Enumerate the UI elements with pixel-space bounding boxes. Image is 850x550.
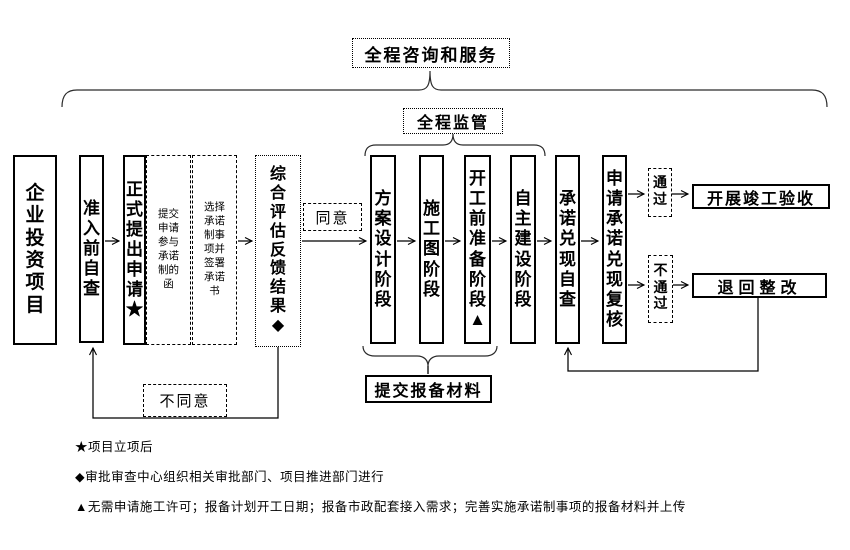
pass-label: 通过 <box>652 175 667 208</box>
flow-box-pre-check: 准入前自查 <box>79 155 104 343</box>
agree-label: 同意 <box>315 210 350 227</box>
flow-box-formal-apply: 正式提出申请★ <box>123 155 146 345</box>
design-stage-label: 方案设计阶段 <box>374 189 392 309</box>
flow-box-final-acceptance: 开展竣工验收 <box>692 184 830 209</box>
full-service-banner: 全程咨询和服务 <box>352 38 510 68</box>
fail-tag: 不通过 <box>648 255 673 323</box>
pre-check-label: 准入前自查 <box>83 198 100 299</box>
flow-box-pre-start-stage: 开工前准备阶段▲ <box>464 155 491 344</box>
formal-apply-label: 正式提出申请★ <box>126 179 143 320</box>
drawing-stage-label: 施工图阶段 <box>423 199 440 299</box>
flow-box-commitment-letter: 提交申请参与承诺制的函 <box>146 155 191 345</box>
assessment-feedback-label: 综合评估反馈结果◆ <box>269 166 286 335</box>
flow-box-design-stage: 方案设计阶段 <box>370 155 396 344</box>
arrow-rework-loop <box>564 298 759 372</box>
commitment-letter-label: 提交申请参与承诺制的函 <box>158 209 179 290</box>
disagree-label: 不同意 <box>159 394 211 410</box>
pass-tag: 通过 <box>648 168 672 217</box>
pre-start-stage-label: 开工前准备阶段▲ <box>469 169 486 329</box>
arrow-disagree-loop <box>89 346 279 419</box>
supervision-brace <box>364 133 546 157</box>
supervision-label: 全程监管 <box>416 115 489 132</box>
flow-box-fulfill-review: 申请承诺兑现复核 <box>602 155 627 344</box>
disagree-tag: 不同意 <box>143 384 227 417</box>
fail-label: 不通过 <box>653 264 668 313</box>
flow-box-drawing-stage: 施工图阶段 <box>419 155 444 344</box>
footnote-diamond: ◆审批审查中心组织相关审批部门、项目推进部门进行 <box>75 470 385 484</box>
materials-brace <box>362 345 498 367</box>
return-rework-label: 退回整改 <box>717 279 802 297</box>
full-service-label: 全程咨询和服务 <box>364 45 498 65</box>
agree-tag: 同意 <box>303 203 362 231</box>
flow-box-submit-materials: 提交报备材料 <box>365 375 492 403</box>
supervision-banner: 全程监管 <box>403 108 503 134</box>
fulfill-self-check-label: 承诺兑现自查 <box>559 189 576 309</box>
commitment-select-label: 选择承诺制事项并签署承诺书 <box>204 202 225 297</box>
self-build-stage-label: 自主建设阶段 <box>514 189 532 309</box>
flow-box-project: 企业投资项目 <box>13 155 57 345</box>
fulfill-review-label: 申请承诺兑现复核 <box>606 169 623 329</box>
submit-materials-label: 提交报备材料 <box>374 383 483 400</box>
footnote-triangle: ▲无需申请施工许可；报备计划开工日期；报备市政配套接入需求；完善实施承诺制事项的… <box>75 500 686 514</box>
flow-box-fulfill-self-check: 承诺兑现自查 <box>555 155 580 344</box>
flow-box-assessment-feedback: 综合评估反馈结果◆ <box>255 155 301 347</box>
project-label: 企业投资项目 <box>25 182 45 316</box>
footnote-star: ★项目立项后 <box>75 440 154 454</box>
flow-box-commitment-select: 选择承诺制事项并签署承诺书 <box>192 155 237 345</box>
flow-box-return-rework: 退回整改 <box>692 273 827 298</box>
flow-box-self-build-stage: 自主建设阶段 <box>510 155 536 344</box>
full-service-brace <box>61 70 828 108</box>
final-acceptance-label: 开展竣工验收 <box>706 190 815 208</box>
